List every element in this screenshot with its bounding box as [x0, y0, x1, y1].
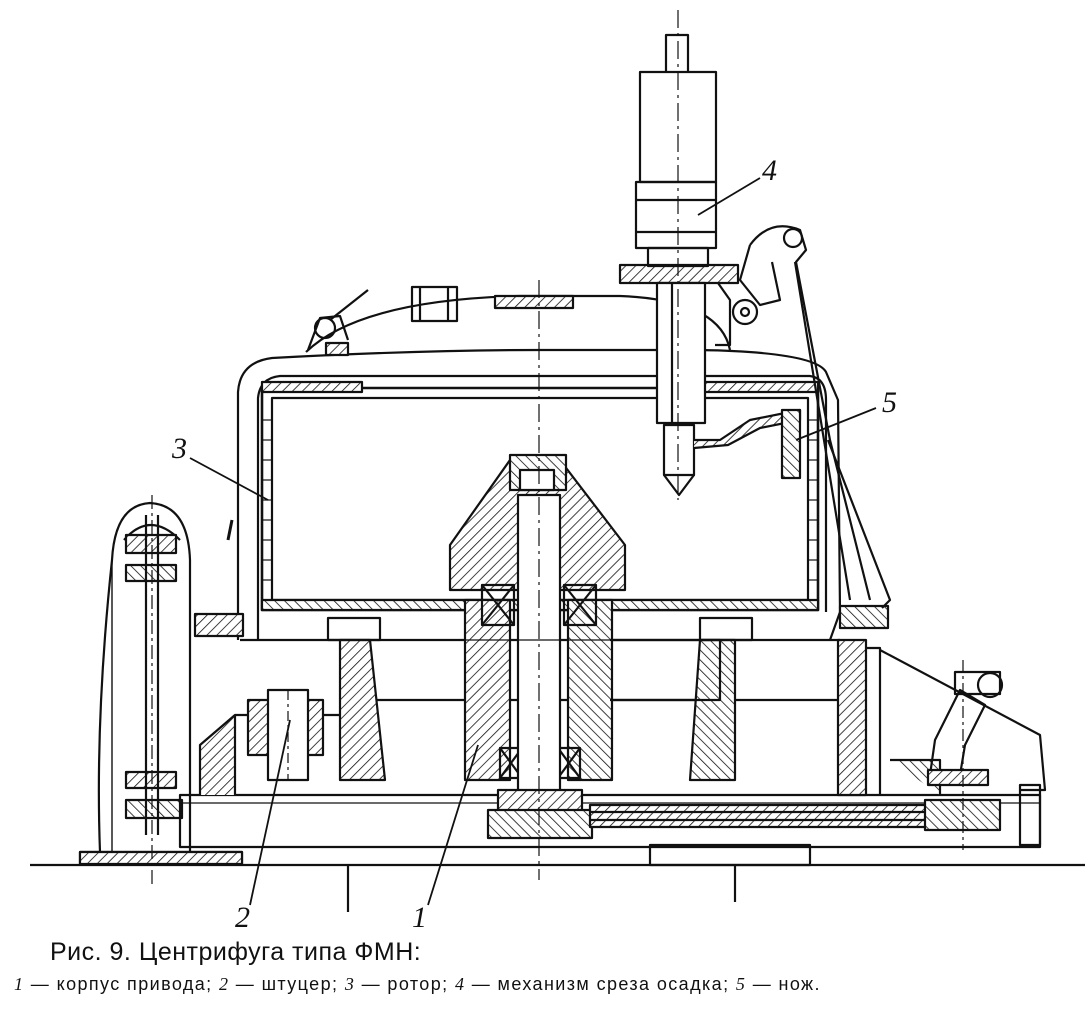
callout-4: 4 — [762, 154, 777, 187]
belt-drive — [590, 800, 1000, 865]
legend-separator: — — [465, 974, 498, 994]
knife — [782, 410, 800, 478]
legend-text: механизм среза осадка — [497, 974, 724, 994]
legend-punct: ; — [442, 974, 449, 994]
base-frame — [180, 640, 1045, 847]
legend-number: 5 — [735, 974, 747, 994]
legend-separator: — — [746, 974, 779, 994]
legend-punct: ; — [206, 974, 213, 994]
legend-item: 3 — ротор; — [345, 974, 455, 994]
legend-number: 1 — [14, 974, 25, 994]
left-support-column — [80, 495, 242, 885]
callout-2: 2 — [235, 901, 250, 930]
hub-and-drive-housing — [450, 280, 625, 880]
leader-4 — [698, 178, 760, 215]
leader-2 — [250, 720, 290, 905]
legend-item: 4 — механизм среза осадка; — [455, 974, 736, 994]
outlet-fitting — [248, 690, 323, 780]
caption-legend: 1 — корпус привода; 2 — штуцер; 3 — рото… — [14, 974, 821, 995]
floor-line — [30, 865, 1085, 912]
lid-lift-arm — [733, 226, 890, 608]
legend-text: ротор — [387, 974, 443, 994]
legend-separator: — — [229, 974, 262, 994]
legend-text: штуцер — [261, 974, 332, 994]
callout-1: 1 — [412, 901, 427, 930]
legend-number: 2 — [218, 974, 230, 994]
leader-3 — [190, 458, 268, 500]
legend-item: 2 — штуцер; — [219, 974, 345, 994]
callout-3: 3 — [171, 432, 187, 465]
legend-text: нож — [778, 974, 815, 994]
legend-number: 3 — [344, 974, 356, 994]
motor-mount — [928, 660, 1002, 850]
legend-text: корпус привода — [56, 974, 207, 994]
legend-number: 4 — [454, 974, 466, 994]
legend-punct: ; — [723, 974, 730, 994]
caption-title: Рис. 9. Центрифуга типа ФМН: — [50, 938, 422, 966]
callout-5: 5 — [882, 386, 897, 419]
legend-separator: — — [355, 974, 388, 994]
lid — [306, 287, 730, 355]
damper-supports — [328, 618, 752, 780]
legend-punct: ; — [332, 974, 339, 994]
legend-item: 5 — нож. — [736, 974, 821, 994]
centrifuge-drawing: 1 2 3 4 5 — [0, 0, 1089, 930]
legend-punct: . — [814, 974, 821, 994]
leader-5 — [796, 408, 876, 440]
legend-item: 1 — корпус привода; — [14, 974, 219, 994]
cutting-mechanism — [620, 10, 800, 500]
legend-separator: — — [24, 974, 57, 994]
leader-1 — [428, 745, 478, 905]
